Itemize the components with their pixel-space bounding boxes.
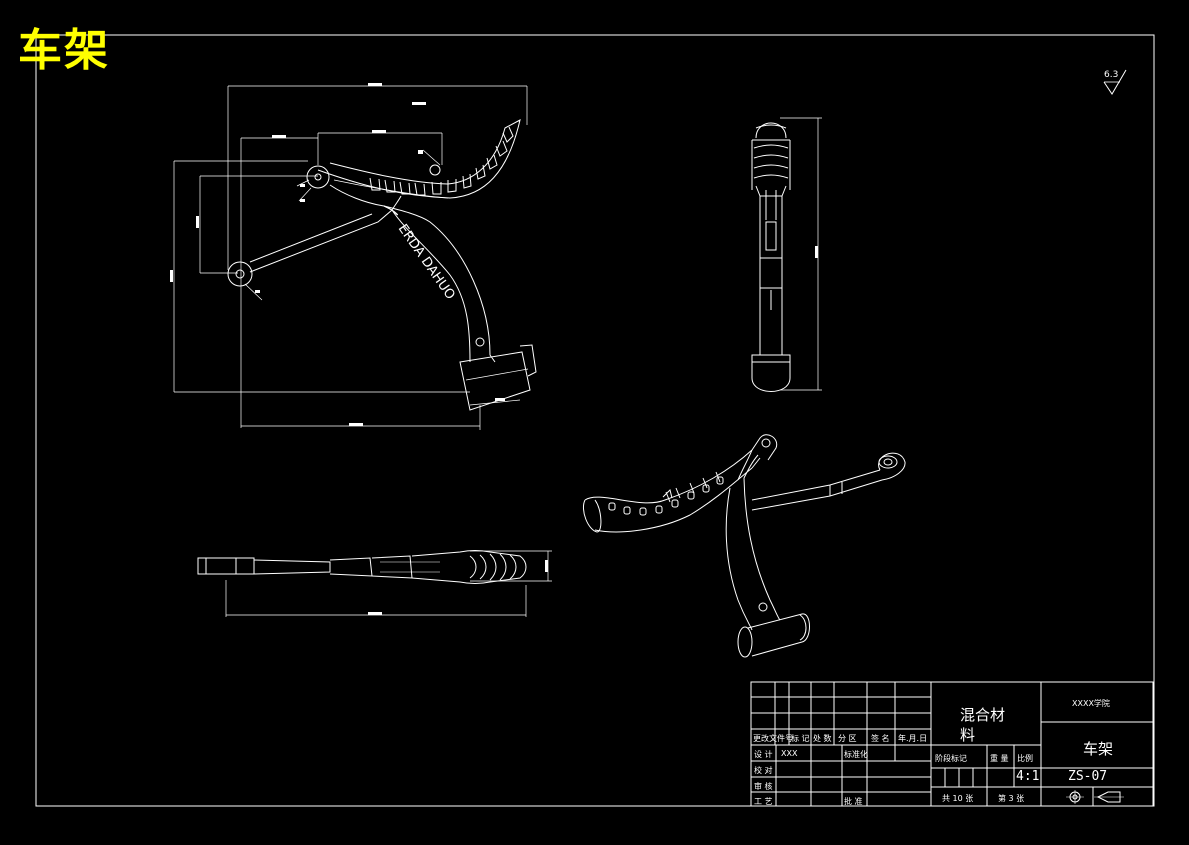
roughness-value: 6.3 [1104, 70, 1119, 80]
label-marker: 标 记 [791, 734, 810, 743]
designer-name: XXX [781, 749, 798, 758]
school-name: XXXX学院 [1072, 699, 1110, 708]
label-revision-header: 更改文件号 [753, 734, 793, 743]
front-view [170, 83, 537, 430]
label-scale: 比例 [1017, 754, 1033, 763]
label-weight: 重 量 [990, 754, 1009, 763]
label-process: 工 艺 [754, 797, 773, 806]
front-view-dimension-text [170, 83, 505, 426]
label-review: 审 核 [754, 782, 773, 791]
drawing-title: 车架 [18, 25, 110, 76]
label-count: 处 数 [813, 734, 832, 743]
scale-ratio: 4:1 [1016, 769, 1040, 784]
engraved-text: ERDA DAHUO [395, 222, 458, 303]
material-line2: 料 [960, 726, 976, 744]
side-view [751, 117, 822, 392]
drawing-border [35, 34, 1155, 807]
surface-roughness: 6.3 [1098, 70, 1132, 100]
label-date: 年.月.日 [898, 734, 928, 743]
total-sheets: 共 10 张 [942, 794, 974, 803]
label-stage-marks: 阶段标记 [935, 754, 967, 763]
label-signature: 签 名 [871, 734, 890, 743]
drawing-number: ZS-07 [1068, 769, 1108, 784]
label-standardization: 标准化 [844, 750, 868, 759]
label-proofread: 校 对 [754, 766, 773, 775]
label-approve: 批 准 [844, 797, 863, 806]
part-name: 车架 [1083, 740, 1114, 758]
projection-symbol-icon [1066, 790, 1124, 804]
label-design: 设 计 [754, 750, 773, 759]
title-block [750, 681, 1154, 807]
top-view [197, 550, 552, 617]
material-line1: 混合材 [960, 706, 1006, 724]
roughness-symbol-icon [1103, 69, 1127, 95]
label-zone: 分 区 [838, 734, 857, 743]
isometric-view [583, 434, 906, 658]
sheet-number: 第 3 张 [998, 794, 1025, 803]
